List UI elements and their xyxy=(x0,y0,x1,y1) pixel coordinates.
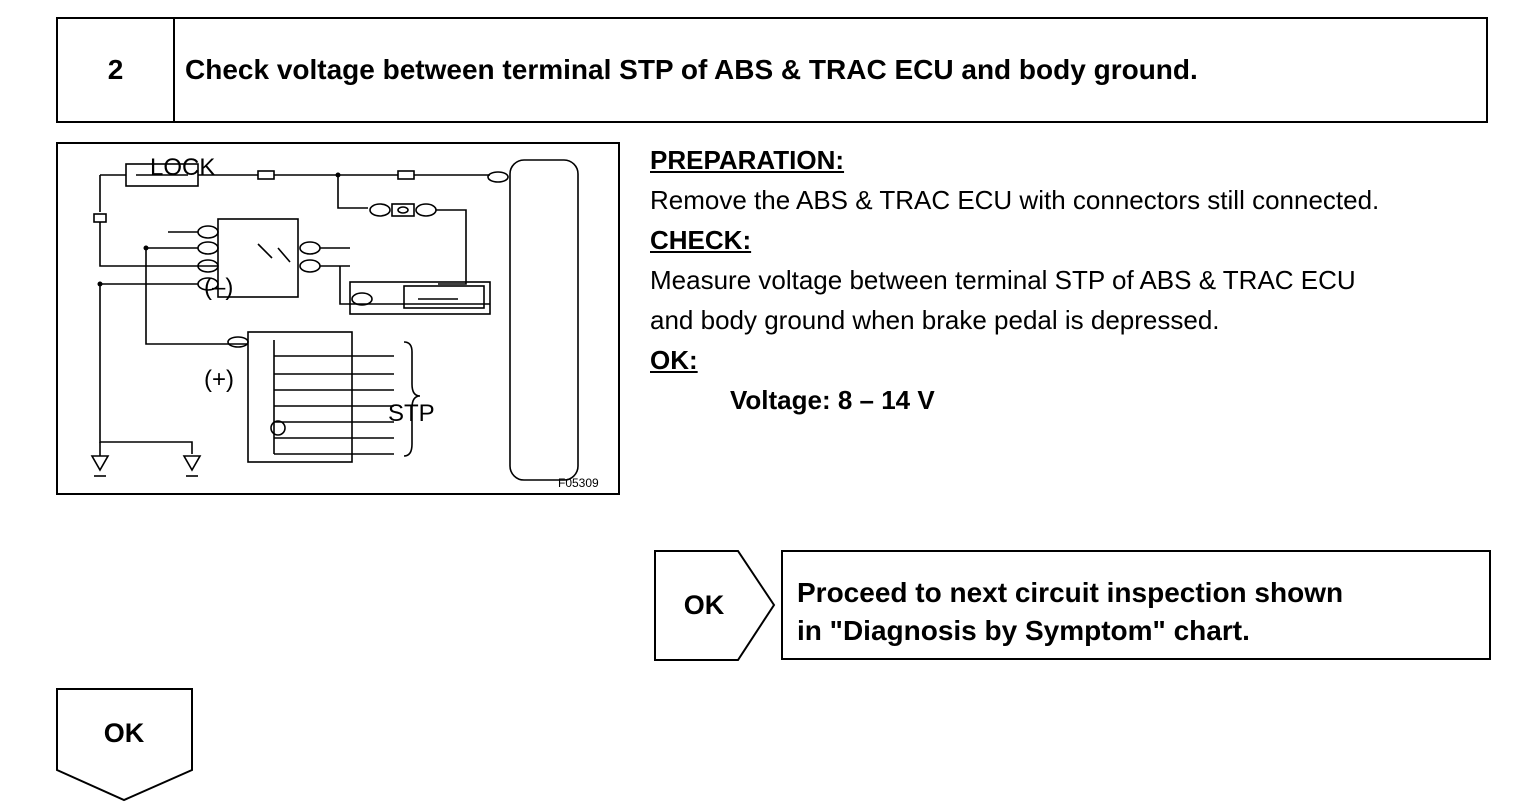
step-number: 2 xyxy=(58,19,175,121)
preparation-heading: PREPARATION: xyxy=(650,145,845,175)
figure-id: F05309 xyxy=(558,476,599,490)
ok-result-box: Proceed to next circuit inspection shown… xyxy=(781,550,1491,660)
step-header: 2 Check voltage between terminal STP of … xyxy=(56,17,1488,123)
label-lock: LOCK xyxy=(150,154,216,181)
ok-result-line2: in "Diagnosis by Symptom" chart. xyxy=(797,615,1250,646)
check-text-line2: and body ground when brake pedal is depr… xyxy=(650,305,1220,335)
instructions: PREPARATION: Remove the ABS & TRAC ECU w… xyxy=(650,140,1510,420)
preparation-text: Remove the ABS & TRAC ECU with connector… xyxy=(650,185,1380,215)
wiring-diagram: LOCK (–) (+) STP F05309 xyxy=(56,142,620,495)
label-plus: (+) xyxy=(204,366,234,393)
ok-heading: OK: xyxy=(650,345,698,375)
wiring-diagram-lines xyxy=(90,159,579,481)
next-step-ok-label: OK xyxy=(103,717,145,748)
ok-spec: Voltage: 8 – 14 V xyxy=(730,385,935,415)
ok-down-arrow-shape xyxy=(56,688,193,802)
ok-arrow-shape xyxy=(654,550,776,661)
step-title: Check voltage between terminal STP of AB… xyxy=(185,54,1198,85)
label-minus: (–) xyxy=(204,274,234,301)
label-stp: STP xyxy=(388,400,435,427)
ok-result-label: OK xyxy=(683,589,725,620)
check-text-line1: Measure voltage between terminal STP of … xyxy=(650,265,1356,295)
check-heading: CHECK: xyxy=(650,225,752,255)
ok-result-line1: Proceed to next circuit inspection shown xyxy=(797,577,1344,608)
